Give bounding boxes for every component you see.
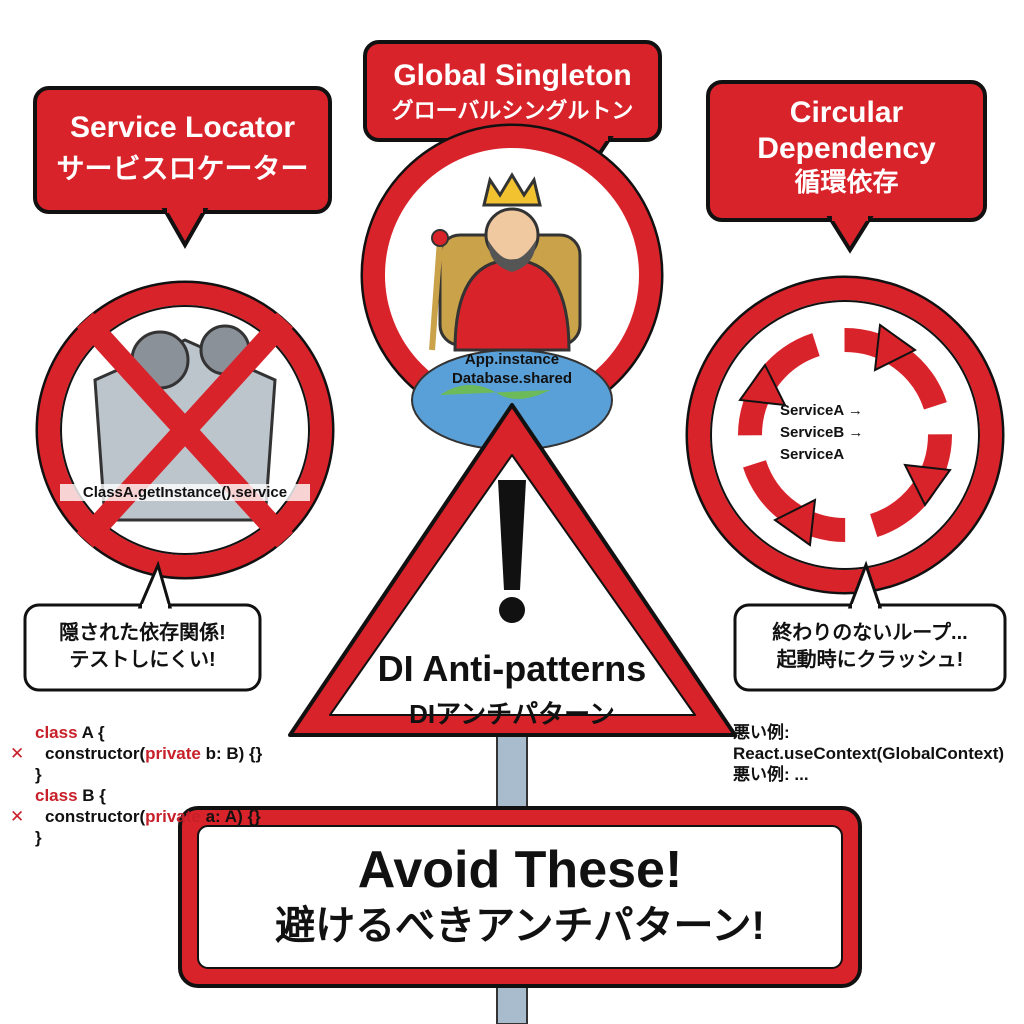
bubble-left-line-1: 隠された依存関係!: [59, 622, 226, 644]
bubble-left: 隠された依存関係! テストしにくい!: [25, 620, 260, 674]
callout-circular-dependency: Circular Dependency 循環依存: [708, 95, 985, 198]
bottom-sign: Avoid These! 避けるべきアンチパターン!: [198, 840, 842, 952]
code-right-line-2: React.useContext(GlobalContext): [733, 744, 1005, 763]
circular-line-1: ServiceA →: [780, 402, 863, 419]
service-locator-title-ja: サービスロケーター: [56, 153, 309, 184]
code-keyword: private: [145, 744, 201, 763]
exclamation-icon: [498, 480, 526, 590]
code-text: }: [35, 765, 42, 784]
circular-line-3: ServiceA: [780, 446, 845, 463]
callout-service-locator-shape: [33, 86, 332, 250]
bubble-right-line-2: 起動時にクラッシュ!: [776, 649, 964, 671]
x-mark-icon: ✕: [10, 744, 25, 763]
code-left: class A { ✕constructor(private b: B) {} …: [10, 722, 262, 848]
warning-title: DI Anti-patterns: [377, 648, 647, 689]
code-right-line-1: 悪い例:: [733, 723, 790, 742]
code-right: 悪い例: React.useContext(GlobalContext) 悪い例…: [733, 722, 1004, 785]
service-locator-title: Service Locator: [69, 111, 296, 144]
callout-circular-shape: [706, 80, 987, 254]
code-right-line-3: 悪い例: ...: [733, 765, 809, 784]
code-text: }: [35, 828, 42, 847]
bubble-right-shape: [733, 560, 1007, 692]
bubble-right: 終わりのないループ... 起動時にクラッシュ!: [735, 620, 1005, 674]
gear-box-prohibited-icon: [35, 280, 335, 580]
code-keyword: private: [145, 807, 201, 826]
global-singleton-title-ja: グローバルシングルトン: [391, 98, 634, 123]
sign-title: Avoid These!: [357, 841, 683, 899]
code-text: constructor(: [45, 744, 146, 763]
circular-title-2: Dependency: [757, 132, 936, 165]
circular-title-1: Circular: [789, 96, 904, 129]
code-text: B {: [77, 786, 106, 805]
callout-global-singleton: Global Singleton グローバルシングルトン: [365, 58, 660, 124]
circular-code: ServiceA → ServiceB → ServiceA: [780, 400, 910, 466]
global-singleton-title: Global Singleton: [393, 59, 632, 92]
code-text: b: B) {}: [200, 744, 263, 763]
warning-triangle: [288, 403, 737, 737]
code-keyword: class: [35, 786, 78, 805]
callout-service-locator: Service Locator サービスロケーター: [35, 110, 330, 186]
circular-title-ja: 循環依存: [794, 167, 899, 197]
bubble-right-line-1: 終わりのないループ...: [772, 622, 968, 644]
circular-line-2: ServiceB →: [780, 424, 864, 441]
code-text: a: A) {}: [200, 807, 261, 826]
singleton-code: App.instance Database.shared: [430, 350, 594, 388]
x-mark-icon: ✕: [10, 807, 25, 826]
bottom-sign-shape: [178, 806, 862, 988]
sign-subtitle: 避けるべきアンチパターン!: [275, 904, 765, 948]
bubble-left-shape: [23, 560, 262, 692]
singleton-line-2: Database.shared: [451, 370, 573, 387]
singleton-line-1: App.instance: [464, 351, 560, 368]
code-text: constructor(: [45, 807, 146, 826]
code-text: A {: [77, 723, 105, 742]
king-on-globe-icon: [360, 123, 664, 451]
service-locator-code: ClassA.getInstance().service: [60, 484, 310, 501]
circular-arrows-icon: [685, 275, 1005, 595]
warning-title-ja: DIアンチパターン: [409, 699, 615, 729]
code-keyword: class: [35, 723, 78, 742]
warning-text: DI Anti-patterns DIアンチパターン: [330, 648, 694, 731]
bubble-left-line-2: テストしにくい!: [69, 649, 216, 671]
